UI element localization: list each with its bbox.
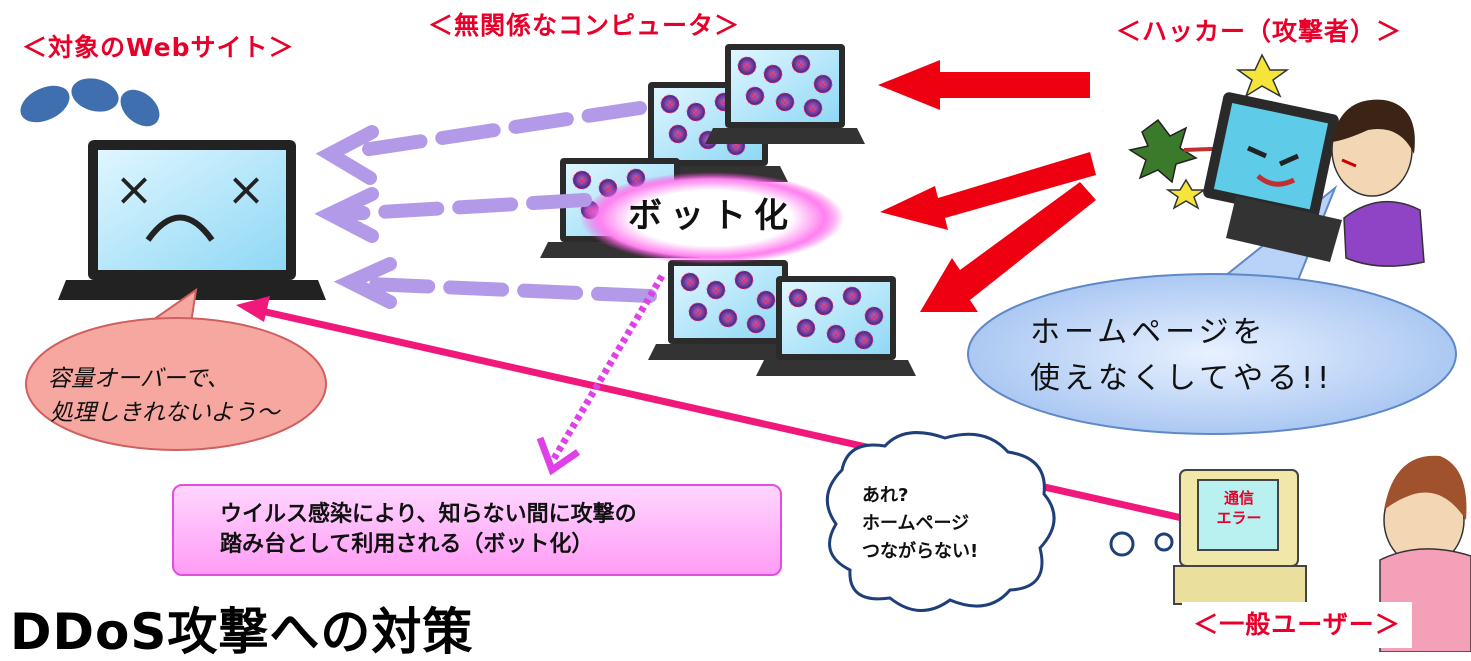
bot-laptop-icon <box>756 276 916 376</box>
general-user-label-box: ＜一般ユーザー＞ <box>1182 602 1412 648</box>
bot-traffic-arrows <box>314 101 657 309</box>
hacker-label: ＜ハッカー（攻撃者）＞ <box>1116 17 1403 46</box>
general-user-icon <box>1173 455 1471 652</box>
overload-callout-line: 処理しきれないよう～ <box>50 400 280 426</box>
bot-glow <box>580 172 844 264</box>
svg-text:×: × <box>115 162 154 216</box>
target-site-label: ＜対象のWebサイト＞ <box>22 33 295 62</box>
user-screen-line: エラー <box>1216 509 1262 527</box>
user-thought-line: ホームページ <box>862 513 970 534</box>
infection-arrow <box>536 274 666 476</box>
infection-note-box: ウイルス感染により、知らない間に攻撃の 踏み台として利用される（ボット化） <box>172 484 782 576</box>
hacker-icon <box>1128 53 1425 267</box>
infection-note-line: ウイルス感染により、知らない間に攻撃の <box>220 502 637 527</box>
user-screen-line: 通信 <box>1223 489 1254 507</box>
svg-text:×: × <box>227 162 266 216</box>
bot-laptop-icon <box>705 44 865 144</box>
bot-label: ボット化 <box>628 196 796 236</box>
overload-callout <box>25 287 327 451</box>
user-screen-message: 通信 エラー <box>1210 488 1268 528</box>
user-thought-line: あれ? <box>862 485 909 506</box>
hacker-speech-text: ホームページを 使えなくしてやる!! <box>1030 310 1333 402</box>
overload-callout-text: 容量オーバーで、 処理しきれないよう～ <box>48 362 280 430</box>
user-thought-cloud <box>825 431 1174 612</box>
infection-note-line: 踏み台として利用される（ボット化） <box>220 532 594 557</box>
unrelated-computers-label: ＜無関係なコンピュータ＞ <box>428 11 741 40</box>
hacker-speech-line: ホームページを <box>1030 315 1267 350</box>
target-laptop-icon: × × <box>20 78 326 300</box>
general-user-label: ＜一般ユーザー＞ <box>1193 610 1401 639</box>
user-thought-text: あれ? ホームページ つながらない! <box>862 482 978 566</box>
hacker-speech-line: 使えなくしてやる!! <box>1030 361 1334 396</box>
attack-arrows <box>878 60 1096 312</box>
overload-callout-line: 容量オーバーで、 <box>48 366 230 392</box>
section-title: DDoS攻撃への対策 <box>10 603 474 661</box>
user-thought-line: つながらない! <box>862 541 979 562</box>
